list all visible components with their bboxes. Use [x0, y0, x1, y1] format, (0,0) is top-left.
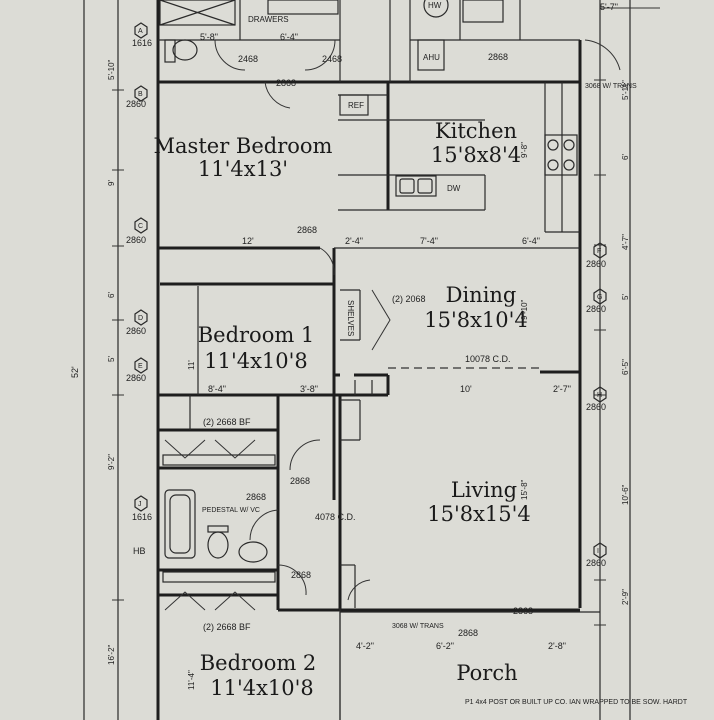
tag-f: F: [597, 248, 601, 255]
door-2860c: 2860: [126, 326, 146, 336]
dim-4-2: 4'-2": [356, 641, 374, 651]
door-2860h: 2860: [586, 558, 606, 568]
kitchen-label: Kitchen: [435, 119, 517, 143]
dim-left1: 5'-10": [107, 59, 116, 80]
bedroom2-label: Bedroom 2: [200, 651, 317, 675]
closet-label: 4078 C.D.: [315, 512, 356, 522]
hw-label: HW: [428, 1, 442, 10]
dim-top2: 6'-4": [280, 32, 298, 42]
tag-b: B: [138, 91, 143, 98]
tag-a: A: [138, 28, 143, 35]
dim-6-4: 6'-4": [522, 236, 540, 246]
dim-left6: 16'-2": [107, 644, 116, 665]
tag-g: G: [597, 294, 602, 301]
tag-h: H: [597, 392, 602, 399]
trans-bottom-label: 3068 W/ TRANS: [392, 623, 444, 630]
door-2860a: 2860: [126, 99, 146, 109]
hb-label: HB: [133, 546, 146, 556]
dim-2-4: 2'-4": [345, 236, 363, 246]
dim-top3: 5'-7": [600, 2, 618, 12]
door-1616b: 1616: [132, 512, 152, 522]
dining-size: 15'8x10'4: [424, 308, 528, 332]
pedestal-label: PEDESTAL W/ VC: [202, 507, 260, 514]
dim-right4: 5': [621, 294, 630, 300]
dim-right1: 5'-11": [621, 80, 630, 100]
door-2860d: 2860: [126, 373, 146, 383]
porch-label: Porch: [456, 661, 517, 685]
interior-walls: [158, 0, 580, 720]
dim-15-8: 15'-8": [520, 479, 529, 500]
tag-d: D: [138, 315, 143, 322]
door-2868h: 2868: [458, 628, 478, 638]
tag-e: E: [138, 363, 143, 370]
dim-right6: 10'-6": [621, 484, 630, 505]
dim-right2: 6': [621, 154, 630, 160]
door-2868c: 2868: [297, 225, 317, 235]
door-2860f: 2860: [586, 304, 606, 314]
dim-right5: 6'-5": [621, 359, 630, 375]
dim-11-4: 11'-4": [187, 670, 196, 690]
dim-9-8: 9'-8": [520, 142, 529, 158]
dim-left5: 9'-2": [107, 454, 116, 470]
master-bedroom-label: Master Bedroom: [154, 134, 333, 158]
dim-11: 11': [187, 360, 196, 370]
door-2868b: 2868: [488, 52, 508, 62]
dim-left4: 5': [107, 356, 116, 362]
shelves-label: SHELVES: [346, 300, 355, 336]
living-size: 15'8x15'4: [427, 502, 531, 526]
dim-left-total: 52': [70, 366, 80, 378]
bedroom2-size: 11'4x10'8: [210, 676, 314, 700]
fixtures: [159, 0, 578, 608]
door-2868f: 2868: [291, 570, 311, 580]
kitchen-size: 15'8x8'4: [431, 143, 521, 167]
door-swings: [164, 39, 621, 611]
porch-note: P1 4x4 POST OR BUILT UP CO. IAN WRAPPED …: [465, 699, 688, 706]
dining-label: Dining: [446, 283, 517, 307]
master-bedroom-size: 11'4x13': [198, 157, 288, 181]
door-2860g: 2860: [586, 402, 606, 412]
bedroom1-label: Bedroom 1: [198, 323, 315, 347]
bath-door2-label: (2) 2668 BF: [203, 622, 251, 632]
dim-left3: 6': [107, 292, 116, 298]
ahu-label: AHU: [423, 53, 440, 62]
door-2468a: 2468: [238, 54, 258, 64]
dim-top1: 5'-8": [200, 32, 218, 42]
door-2868d: 2868: [290, 476, 310, 486]
tag-i: I: [597, 548, 599, 555]
tag-j: J: [138, 501, 142, 508]
dim-right3: 4'-7": [621, 234, 630, 250]
dim-10: 10': [460, 384, 472, 394]
dim-left2: 9': [107, 180, 116, 186]
tag-c: C: [138, 223, 143, 230]
dining-door-label: 10078 C.D.: [465, 354, 511, 364]
dim-8-4: 8'-4": [208, 384, 226, 394]
dim-right7: 2'-9": [621, 589, 630, 605]
door-2860e: 2860: [586, 259, 606, 269]
door-2868a: 2868: [276, 78, 296, 88]
door-2868g: 2868: [513, 606, 533, 616]
bath-door-label: (2) 2668 BF: [203, 417, 251, 427]
dim-6-2: 6'-2": [436, 641, 454, 651]
dw-label: DW: [447, 184, 461, 193]
drawers-label: DRAWERS: [248, 15, 289, 24]
window-tags: A B C D E F G H I J: [134, 22, 607, 559]
door-2468b: 2468: [322, 54, 342, 64]
dim-2-7: 2'-7": [553, 384, 571, 394]
dim-7-4: 7'-4": [420, 236, 438, 246]
living-label: Living: [451, 478, 517, 502]
dim-12: 12': [242, 236, 254, 246]
bedroom1-size: 11'4x10'8: [204, 349, 308, 373]
ref-label: REF: [348, 101, 364, 110]
trans-top-label: 3068 W/ TRANS: [585, 83, 637, 90]
dim-3-8: 3'-8": [300, 384, 318, 394]
door-1616a: 1616: [132, 38, 152, 48]
dim-9-10: 9'-10": [520, 299, 529, 320]
door-2860b: 2860: [126, 235, 146, 245]
dining-window-label: (2) 2068: [392, 294, 426, 304]
dimension-lines: [83, 0, 660, 720]
door-2868e: 2868: [246, 492, 266, 502]
dim-2-8: 2'-8": [548, 641, 566, 651]
exterior-walls: [156, 0, 600, 720]
